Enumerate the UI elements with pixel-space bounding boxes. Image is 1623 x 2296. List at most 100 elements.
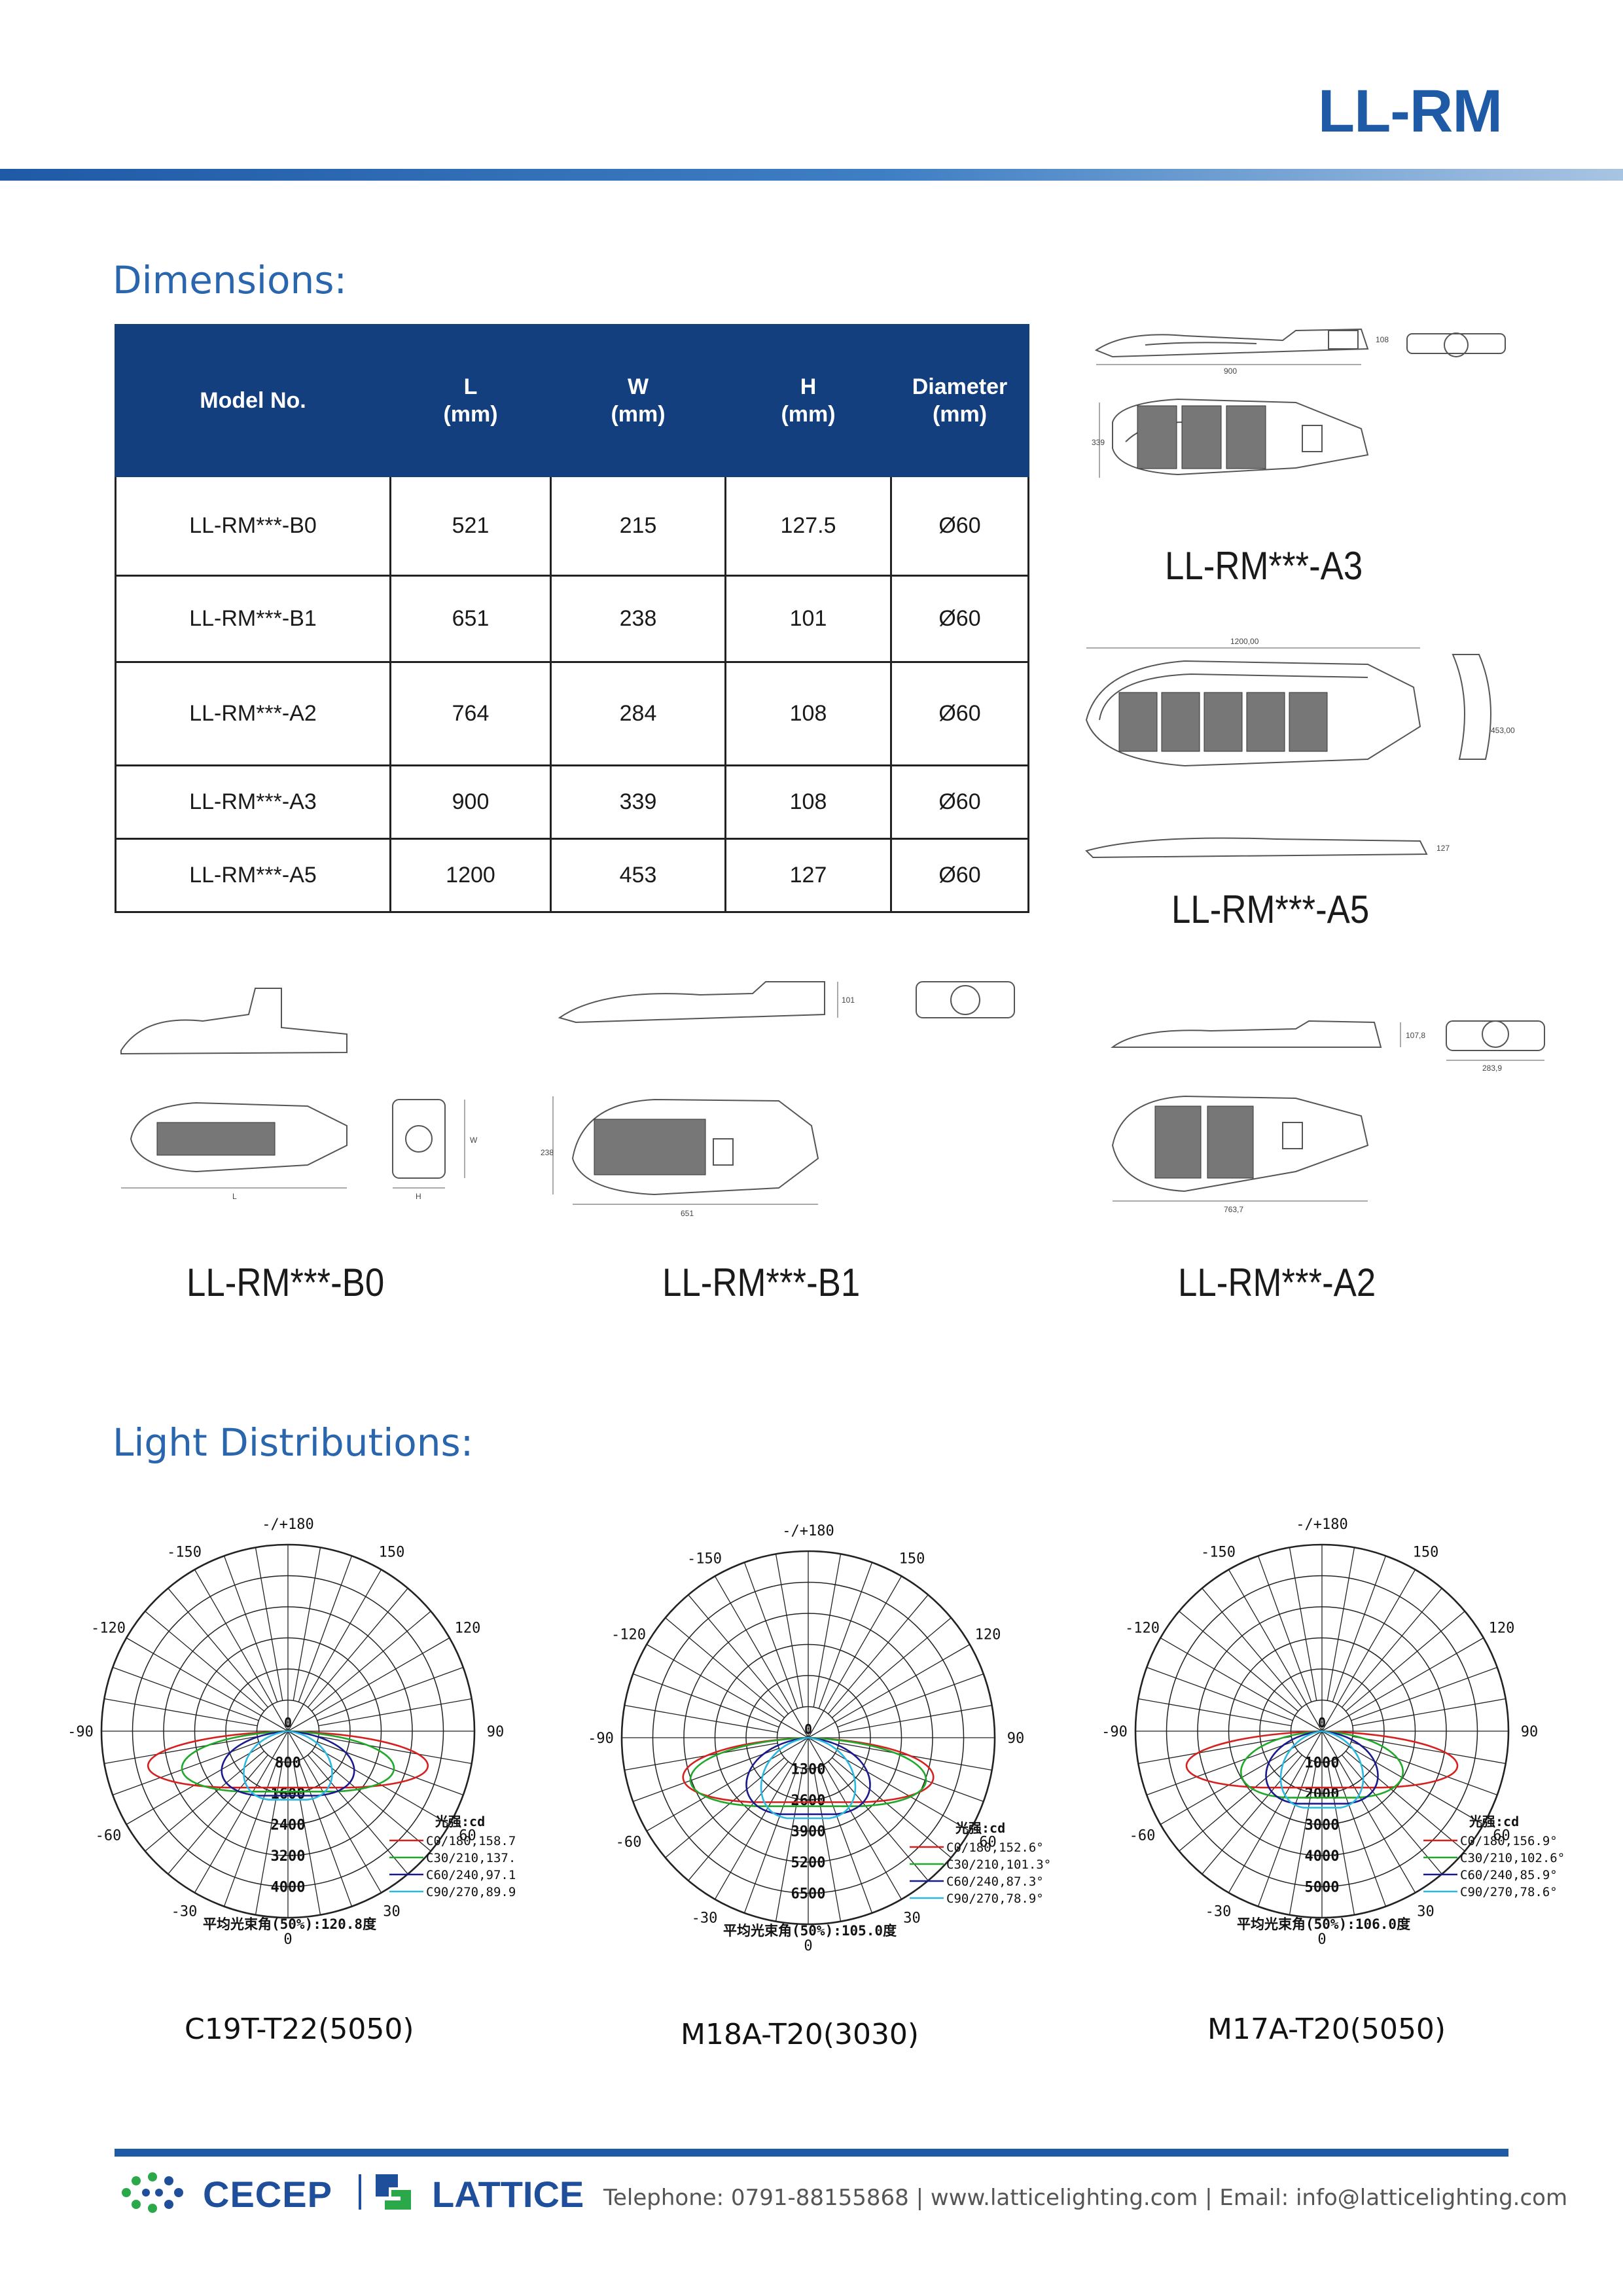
- polar-spoke: [168, 1588, 268, 1708]
- table-row: LL-RM***-B0 521 215 127.5 Ø60: [115, 475, 1029, 577]
- a5-dim-height: 127: [1436, 844, 1450, 853]
- dimensions-heading: Dimensions:: [113, 258, 348, 302]
- polar-angle-label: -150: [687, 1551, 722, 1567]
- polar-spoke: [1138, 1736, 1292, 1765]
- polar-angle-label: 90: [1521, 1724, 1539, 1740]
- footer-divider-bar: [115, 2149, 1508, 2157]
- polar-spoke: [318, 1698, 472, 1727]
- polar-spoke: [126, 1731, 289, 1825]
- polar-legend-entry: C60/240,85.9°: [1460, 1868, 1558, 1882]
- polar-angle-label: 60: [1493, 1828, 1510, 1844]
- cell-length: 1200: [389, 838, 552, 913]
- b0-dim-length: L: [232, 1192, 237, 1201]
- polar-spoke: [1332, 1760, 1387, 1907]
- polar-ring-label: 4000: [271, 1880, 306, 1896]
- polar-angle-label: -30: [1205, 1904, 1232, 1920]
- cell-length: 900: [389, 764, 552, 840]
- caption-a5: LL-RM***-A5: [1171, 888, 1370, 931]
- a2-technical-drawing: 763,7 283,9 107,8: [1110, 1020, 1545, 1214]
- polar-ring-label: 5200: [791, 1855, 826, 1871]
- polar-spoke: [828, 1761, 929, 1881]
- a5-dim-length: 1200,00: [1230, 637, 1259, 646]
- chart-caption-2: M18A-T20(3030): [681, 2018, 919, 2051]
- header-height: H (mm): [724, 324, 892, 477]
- polar-center-label: 0: [804, 1721, 812, 1737]
- polar-spoke: [287, 1569, 382, 1732]
- polar-spoke: [287, 1637, 450, 1732]
- polar-ring-label: 3200: [271, 1848, 306, 1865]
- polar-spoke: [1342, 1754, 1442, 1874]
- cell-model: LL-RM***-A2: [115, 661, 391, 766]
- b1-dim-length: 651: [681, 1209, 694, 1218]
- polar-spoke: [688, 1594, 789, 1715]
- polar-ring-label: 2400: [271, 1818, 306, 1834]
- polar-spoke: [287, 1731, 382, 1893]
- polar-ring-label: 4000: [1305, 1848, 1340, 1865]
- chart-caption-1: C19T-T22(5050): [185, 2013, 414, 2046]
- polar-spoke: [1352, 1698, 1506, 1727]
- polar-angle-label: -/+180: [262, 1516, 313, 1533]
- drawing-b0: L W H: [118, 975, 484, 1250]
- polar-spoke: [1257, 1555, 1312, 1702]
- cell-model: LL-RM***-A3: [115, 764, 391, 840]
- polar-spoke: [223, 1760, 278, 1907]
- polar-spoke: [743, 1767, 798, 1914]
- polar-spoke: [1351, 1666, 1498, 1721]
- polar-spoke: [1257, 1760, 1312, 1907]
- polar-legend-entry: C90/270,89.9: [426, 1885, 516, 1899]
- table-row: LL-RM***-B1 651 238 101 Ø60: [115, 575, 1029, 663]
- cell-diameter: Ø60: [890, 575, 1029, 663]
- polar-ring-label: 2000: [1305, 1786, 1340, 1803]
- table-row: LL-RM***-A5 1200 453 127 Ø60: [115, 838, 1029, 913]
- cell-model: LL-RM***-B1: [115, 575, 391, 663]
- polar-angle-label: -150: [167, 1544, 202, 1560]
- lattice-brand-text: LATTICE: [432, 2174, 584, 2215]
- polar-spoke: [818, 1767, 873, 1914]
- polar-spoke: [104, 1736, 258, 1765]
- polar-spoke: [317, 1741, 464, 1796]
- polar-series-curve: [147, 1730, 429, 1789]
- polar-spoke: [1202, 1754, 1302, 1874]
- cell-length: 521: [389, 475, 552, 577]
- polar-spoke: [808, 1737, 971, 1832]
- cell-diameter: Ø60: [890, 475, 1029, 577]
- polar-spoke: [145, 1751, 265, 1852]
- b0-technical-drawing: L W H: [120, 988, 478, 1201]
- cell-width: 453: [550, 838, 726, 913]
- cell-height: 108: [724, 661, 892, 766]
- drawing-a5: 1200,00 453,00 127: [1080, 628, 1518, 877]
- table-row: LL-RM***-A3 900 339 108 Ø60: [115, 764, 1029, 840]
- cell-width: 215: [550, 475, 726, 577]
- polar-legend-entry: C0/180,152.6°: [946, 1840, 1044, 1855]
- cell-height: 101: [724, 575, 892, 663]
- polar-angle-label: 120: [975, 1627, 1001, 1643]
- polar-spoke: [1342, 1588, 1442, 1708]
- polar-ring-label: 5000: [1305, 1880, 1340, 1896]
- polar-spoke: [287, 1731, 450, 1825]
- polar-series-curve: [181, 1730, 395, 1793]
- polar-spoke: [646, 1643, 809, 1738]
- polar-legend-entry: C90/270,78.6°: [1460, 1885, 1558, 1899]
- polar-series-curve: [1265, 1730, 1379, 1805]
- polar-spoke: [1146, 1666, 1293, 1721]
- polar-unit-label: 光强:cd: [955, 1820, 1005, 1836]
- polar-angle-label: -90: [588, 1731, 614, 1747]
- polar-spoke: [1179, 1751, 1299, 1852]
- drawing-b1: 651 238 101: [537, 962, 1060, 1250]
- chart-caption-3: M17A-T20(5050): [1207, 2013, 1446, 2046]
- polar-angle-label: 0: [283, 1931, 292, 1948]
- polar-angle-label: 90: [1007, 1731, 1025, 1747]
- polar-spoke: [665, 1617, 785, 1718]
- cecep-logo-icon: [116, 2172, 188, 2214]
- contact-info: Telephone: 0791-88155868 | www.latticeli…: [603, 2185, 1568, 2211]
- polar-legend-entry: C30/210,102.6°: [1460, 1851, 1565, 1865]
- polar-series-curve: [1279, 1730, 1364, 1809]
- polar-angle-label: 60: [459, 1828, 476, 1844]
- polar-spoke: [1351, 1741, 1498, 1796]
- lattice-logo-icon: [372, 2170, 415, 2214]
- polar-spoke: [112, 1741, 259, 1796]
- caption-b1: LL-RM***-B1: [662, 1261, 861, 1304]
- polar-spoke: [308, 1588, 408, 1708]
- polar-angle-label: 30: [903, 1910, 921, 1927]
- polar-spoke: [775, 1554, 804, 1708]
